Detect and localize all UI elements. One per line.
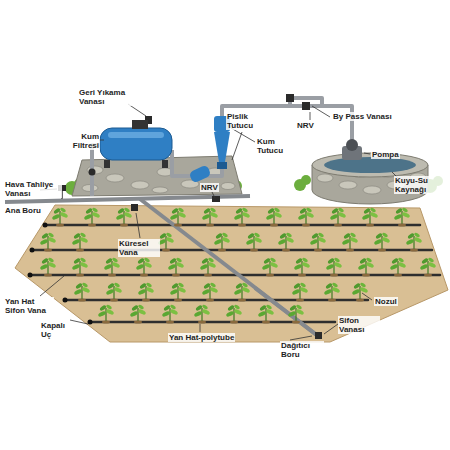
field-soil <box>15 205 448 342</box>
distribution-pipe-end <box>255 288 318 336</box>
part-label: Yan Hat-polytube <box>168 333 235 342</box>
part-label: NRV <box>296 121 315 130</box>
leader-lines <box>40 104 400 340</box>
distribution-pipe <box>140 199 318 336</box>
part-label: Ana Boru <box>4 206 42 215</box>
ball-valve <box>131 204 138 211</box>
part-label: Nozul <box>374 297 398 306</box>
part-label: Kum Filtresi <box>60 132 100 150</box>
flush-valve <box>315 332 322 339</box>
part-label: By Pass Vanası <box>332 112 393 121</box>
part-label: NRV <box>200 183 219 192</box>
check-valve <box>212 196 220 202</box>
part-label: Kapalı Uç <box>40 321 72 339</box>
valves <box>89 94 311 176</box>
pump <box>342 139 362 160</box>
part-label: Kuyu-Su Kaynağı <box>394 176 446 194</box>
part-label: Küresel Vana <box>118 239 160 257</box>
part-label: Yan Hat Sifon Vana <box>4 297 54 315</box>
part-label: Kum Tutucu <box>256 137 292 155</box>
part-label: Pislik Tutucu <box>226 112 264 130</box>
part-label: Hava Tahliye Vanası <box>4 180 62 198</box>
part-label: Dağıtıcı Boru <box>280 341 324 359</box>
part-label: Geri Yıkama Vanası <box>78 88 132 106</box>
plants <box>40 207 437 323</box>
field-edge <box>15 205 448 342</box>
screen-filter <box>188 164 211 183</box>
pipes <box>92 98 352 196</box>
part-label: Pompa <box>371 150 400 159</box>
sand-filter-tank <box>100 120 172 168</box>
part-label: Sifon Vanası <box>338 316 380 334</box>
